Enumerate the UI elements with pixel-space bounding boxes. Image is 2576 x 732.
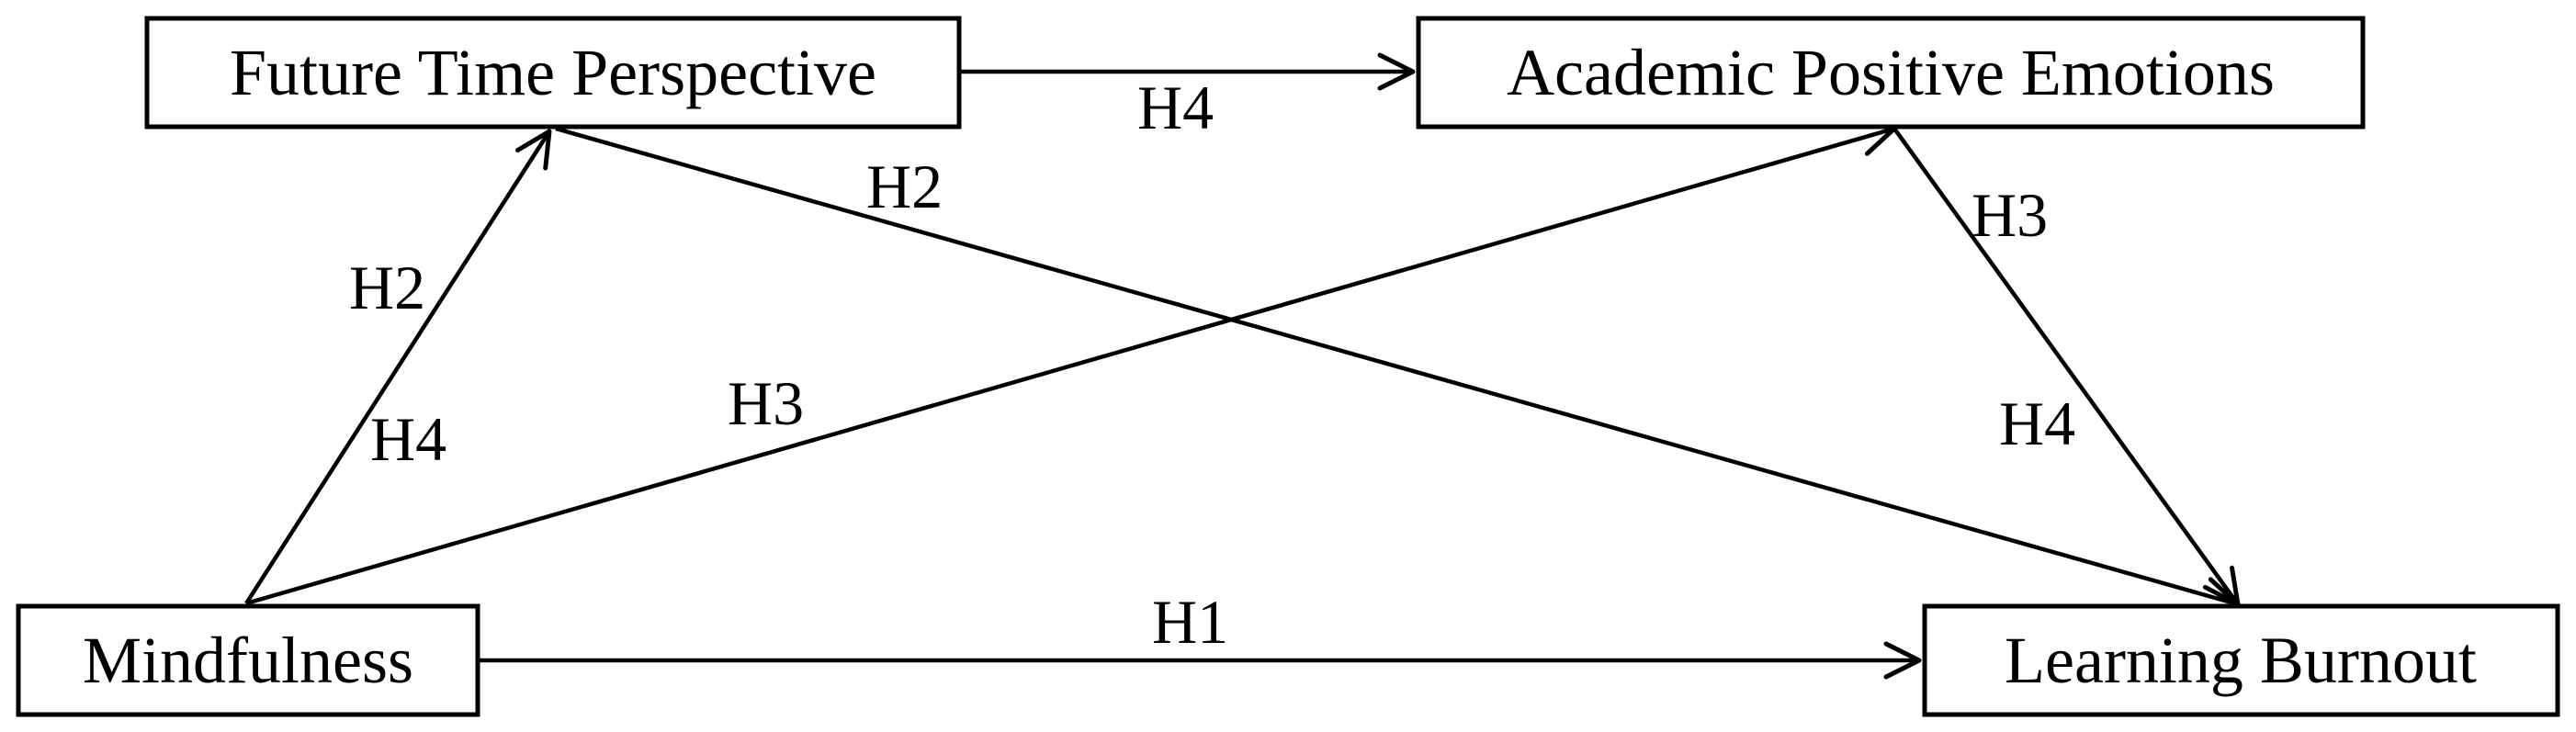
label-ftp-to-ape: H4	[1137, 73, 1214, 142]
label-ape-to-lb-lower: H4	[1999, 389, 2075, 458]
label-m-to-ftp-upper: H2	[349, 253, 425, 322]
label-ape-to-lb-upper: H3	[1972, 180, 2048, 250]
label-ftp-to-lb: H2	[866, 152, 943, 221]
arrow-ftp-to-lb	[555, 126, 2241, 614]
label-m-to-ftp-lower: H4	[370, 404, 446, 474]
node-academic-positive-emotions: Academic Positive Emotions	[1416, 16, 2366, 130]
node-future-time-perspective: Future Time Perspective	[144, 16, 962, 130]
node-academic-positive-emotions-label: Academic Positive Emotions	[1507, 36, 2275, 109]
arrow-mindfulness-to-ftp	[244, 129, 552, 605]
arrow-mindfulness-to-ape	[245, 119, 1897, 606]
node-mindfulness: Mindfulness	[16, 603, 480, 717]
node-learning-burnout: Learning Burnout	[1922, 603, 2560, 717]
label-m-to-lb: H1	[1152, 587, 1228, 657]
node-mindfulness-label: Mindfulness	[83, 624, 413, 697]
label-m-to-ape: H3	[728, 368, 804, 438]
node-future-time-perspective-label: Future Time Perspective	[230, 36, 876, 109]
arrow-ape-to-lb	[1892, 127, 2241, 607]
node-learning-burnout-label: Learning Burnout	[2005, 624, 2477, 697]
